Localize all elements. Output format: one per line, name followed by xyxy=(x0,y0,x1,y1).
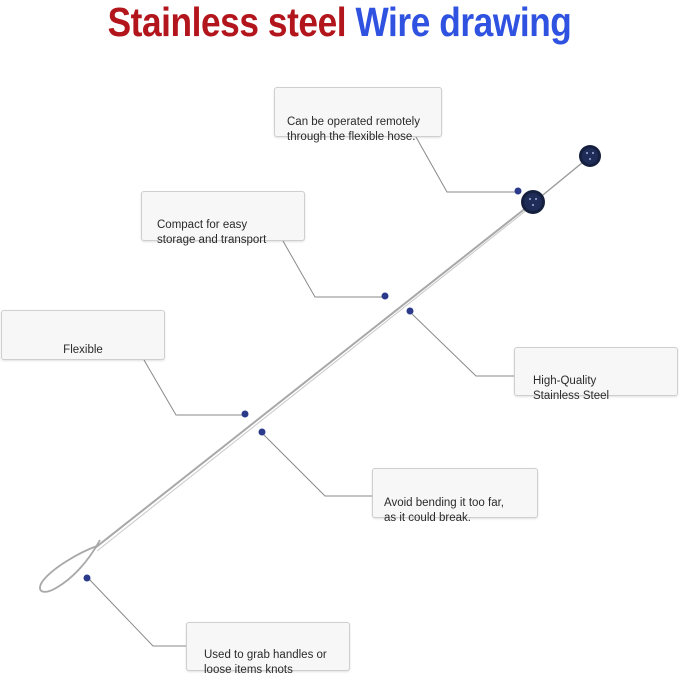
title-stainless-steel: Stainless steel xyxy=(107,0,347,45)
callout-grab-handles: Used to grab handles or loose items knot… xyxy=(186,622,350,676)
marker-dot-flexible xyxy=(241,410,249,418)
page-title: Stainless steel Wire drawing xyxy=(48,0,632,44)
product-illustration xyxy=(39,136,601,647)
marker-dot-avoid xyxy=(258,428,266,436)
callout-avoid-bending-text: Avoid bending it too far, as it could br… xyxy=(384,497,504,524)
wire-loop xyxy=(39,539,101,593)
marker-dot-grab xyxy=(83,574,91,582)
top-knob xyxy=(579,145,601,167)
callout-flexible: Flexible xyxy=(1,310,165,360)
callout-grab-handles-text: Used to grab handles or loose items knot… xyxy=(204,649,327,676)
callout-remote-operation: Can be operated remotely through the fle… xyxy=(274,87,442,143)
callout-high-quality-steel: High-Quality Stainless Steel xyxy=(514,347,678,402)
leader-line-remote xyxy=(415,136,517,193)
middle-knob xyxy=(521,190,545,214)
callout-compact-storage: Compact for easy storage and transport xyxy=(141,191,305,246)
wire-upper-tip xyxy=(537,157,589,200)
callout-remote-operation-text: Can be operated remotely through the fle… xyxy=(287,116,420,143)
leader-line-compact xyxy=(282,240,384,298)
marker-dot-quality xyxy=(406,307,414,315)
leader-line-avoid xyxy=(261,432,372,497)
callout-high-quality-steel-text: High-Quality Stainless Steel xyxy=(533,375,610,402)
title-wire-drawing: Wire drawing xyxy=(355,0,572,45)
leader-line-grab xyxy=(87,577,186,647)
wire-strand-inner xyxy=(96,204,534,552)
callout-compact-storage-text: Compact for easy storage and transport xyxy=(157,219,267,246)
leader-line-flexible xyxy=(143,359,244,416)
callout-flexible-text: Flexible xyxy=(63,344,103,356)
wire-strand-outer xyxy=(94,199,537,549)
leader-line-quality xyxy=(409,311,514,377)
callout-avoid-bending: Avoid bending it too far, as it could br… xyxy=(372,468,538,524)
marker-dot-compact xyxy=(381,292,389,300)
marker-dot-remote xyxy=(514,187,522,195)
